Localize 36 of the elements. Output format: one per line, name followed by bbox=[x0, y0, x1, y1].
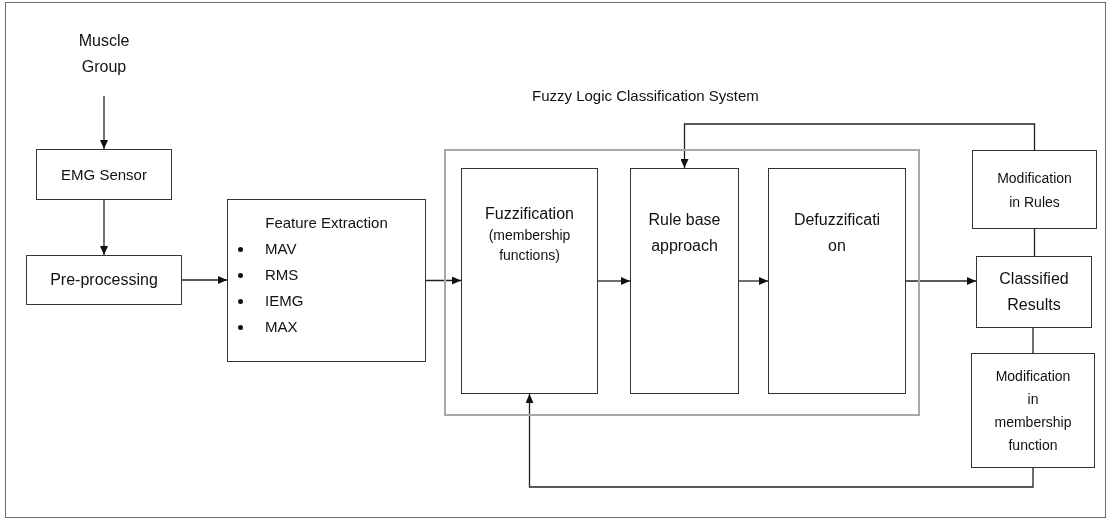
box-label: Classified Results bbox=[998, 269, 1070, 315]
list-item-text: MAV bbox=[265, 239, 297, 259]
arrow bbox=[425, 276, 462, 285]
arrow bbox=[905, 277, 977, 285]
source-text: Muscle Group bbox=[60, 28, 148, 96]
box-label: Modification in membership function bbox=[993, 366, 1073, 455]
arrow bbox=[181, 276, 228, 284]
arrow bbox=[597, 277, 631, 285]
box-label: Fuzzification bbox=[485, 204, 574, 224]
connector-line bbox=[1032, 327, 1034, 354]
box-label: Modification in Rules bbox=[996, 168, 1073, 212]
list-item-text: RMS bbox=[265, 265, 299, 285]
arrow bbox=[525, 393, 1034, 488]
box-label: Rule base approach bbox=[647, 210, 722, 256]
box-label: Defuzzificati on bbox=[792, 210, 882, 256]
arrow bbox=[100, 199, 108, 256]
arrow bbox=[738, 277, 769, 285]
group-title: Fuzzy Logic Classification System bbox=[532, 86, 759, 106]
arrow bbox=[100, 95, 108, 150]
list-item-text: IEMG bbox=[265, 291, 304, 311]
box-label: EMG Sensor bbox=[61, 164, 147, 185]
process-box bbox=[630, 168, 739, 394]
box-sublabel: (membership functions) bbox=[487, 226, 572, 265]
process-box bbox=[227, 199, 426, 362]
process-box bbox=[461, 168, 598, 394]
process-box bbox=[768, 168, 906, 394]
process-box bbox=[972, 150, 1097, 229]
process-box bbox=[26, 255, 182, 305]
process-box bbox=[36, 149, 172, 200]
process-box bbox=[971, 353, 1095, 468]
connector-line bbox=[1033, 228, 1036, 257]
process-box bbox=[976, 256, 1092, 328]
arrow bbox=[680, 123, 1036, 169]
list-item-text: MAX bbox=[265, 317, 298, 337]
box-label: Pre-processing bbox=[50, 270, 158, 290]
box-heading: Feature Extraction bbox=[265, 213, 388, 233]
